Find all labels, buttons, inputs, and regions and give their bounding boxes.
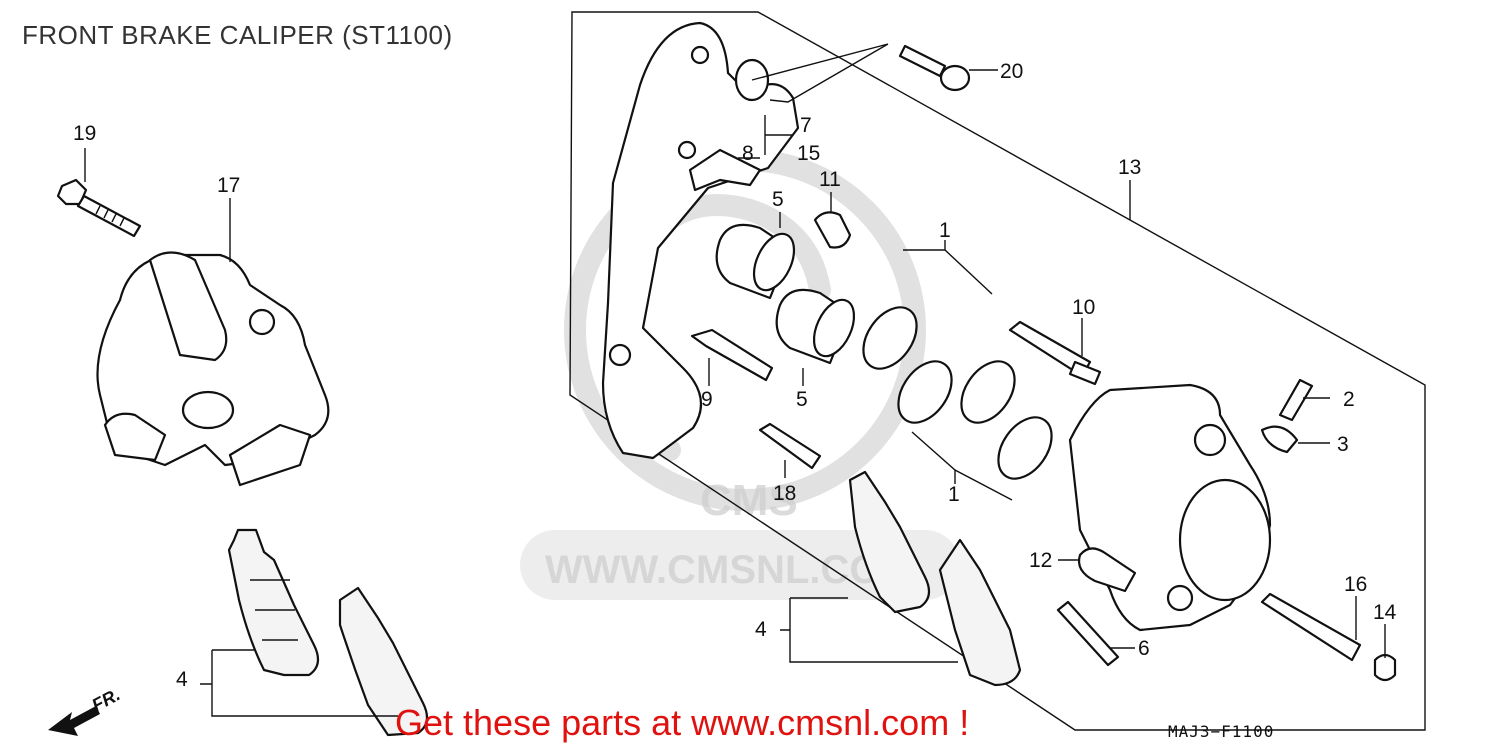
callout-9: 9 (701, 388, 713, 411)
callout-1-bottom: 1 (948, 483, 960, 506)
watermark-logo: CMS (700, 476, 798, 525)
callout-14: 14 (1373, 601, 1397, 624)
callout-12: 12 (1029, 549, 1052, 572)
callout-1-top: 1 (939, 219, 951, 242)
part-4-brake-pads-right (848, 470, 1022, 687)
callout-13: 13 (1118, 156, 1141, 179)
part-19-bolt (56, 178, 142, 238)
callout-19: 19 (73, 122, 96, 145)
callout-17: 17 (217, 174, 240, 197)
callout-6: 6 (1138, 637, 1150, 660)
part-11-cap (813, 211, 852, 249)
callout-10: 10 (1072, 296, 1095, 319)
part-4-brake-pads-left (227, 528, 429, 737)
part-9-pin (690, 328, 774, 382)
part-6-pad-spring (1056, 600, 1120, 667)
part-18-bolt (758, 422, 822, 470)
callout-5-top: 5 (772, 188, 784, 211)
part-5-pistons (715, 223, 856, 365)
part-2-bleeder (1278, 378, 1314, 422)
part-16-pin (1260, 592, 1362, 662)
diagram-code: MAJ3−F1100 (1168, 722, 1275, 741)
part-3-clip (1260, 425, 1299, 454)
callout-4-right: 4 (755, 618, 767, 641)
part-14-cap (1373, 653, 1397, 682)
part-17-caliper-assembly (96, 251, 330, 487)
callout-8: 8 (742, 142, 754, 165)
front-arrow-icon: FR. (48, 684, 123, 736)
caliper-body (1068, 383, 1272, 632)
callout-15: 15 (797, 142, 820, 165)
part-8-pad-spring (688, 148, 762, 192)
callout-11: 11 (819, 168, 841, 191)
callout-5-bottom: 5 (796, 388, 808, 411)
part-20-bolt (898, 44, 971, 92)
callout-18: 18 (773, 482, 796, 505)
part-1-seals (862, 306, 1053, 480)
part-10-slide-pin (1008, 320, 1102, 386)
promo-banner: Get these parts at www.cmsnl.com ! (395, 702, 970, 743)
assembly-13-box (569, 11, 1426, 731)
callout-4-left: 4 (176, 668, 188, 691)
callout-20: 20 (1000, 60, 1023, 83)
watermark-url: WWW.CMSNL.COM (545, 548, 914, 592)
diagram-title: FRONT BRAKE CALIPER (ST1100) (22, 20, 453, 50)
callout-7: 7 (800, 114, 812, 137)
callout-2: 2 (1343, 388, 1355, 411)
callout-3: 3 (1337, 433, 1349, 456)
callout-labels: 19 17 4 20 7 15 8 11 13 5 1 10 9 5 2 3 1… (73, 60, 1397, 691)
callout-16: 16 (1344, 573, 1367, 596)
part-12-pin (1077, 547, 1137, 593)
